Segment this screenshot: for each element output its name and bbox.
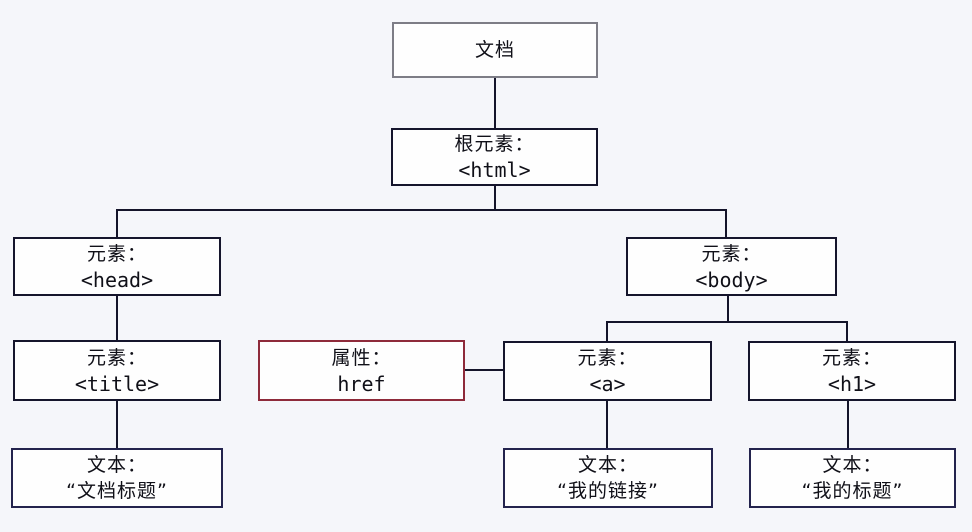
node-head-tag: <head> — [80, 267, 154, 292]
node-text-my-link-label: 文本： — [577, 454, 638, 476]
connector-doc-html — [494, 76, 496, 128]
connector-h1-text — [847, 401, 849, 448]
node-element-title: 元素： <title> — [13, 340, 221, 401]
connector-drop-h1 — [846, 321, 848, 341]
node-title-label: 元素： — [86, 346, 147, 369]
connector-attr-a — [465, 369, 503, 371]
node-text-doc-title-value: “文档标题” — [66, 480, 168, 502]
node-text-my-heading: 文本： “我的标题” — [749, 448, 956, 508]
node-body-label: 元素： — [701, 242, 762, 265]
node-element-a: 元素： <a> — [503, 341, 712, 401]
connector-a-text — [606, 401, 608, 448]
node-h1-label: 元素： — [821, 347, 882, 369]
connector-html-drop — [494, 184, 496, 211]
node-text-my-link: 文本： “我的链接” — [503, 448, 713, 508]
node-element-h1: 元素： <h1> — [748, 341, 956, 401]
node-text-my-heading-label: 文本： — [822, 454, 883, 476]
node-attribute-href: 属性： href — [258, 340, 465, 401]
node-a-tag: <a> — [589, 372, 626, 396]
connector-drop-body — [725, 209, 727, 237]
node-body-tag: <body> — [695, 267, 768, 292]
node-root-html: 根元素： <html> — [391, 128, 598, 186]
node-text-my-link-value: “我的链接” — [557, 480, 659, 502]
connector-body-drop — [727, 296, 729, 323]
node-attribute-value: href — [337, 371, 386, 396]
node-attribute-label: 属性： — [331, 346, 392, 369]
node-root-label: 根元素： — [454, 133, 535, 155]
node-text-doc-title: 文本： “文档标题” — [11, 448, 223, 508]
node-title-tag: <title> — [74, 371, 160, 396]
connector-drop-head — [116, 209, 118, 237]
node-document: 文档 — [392, 22, 598, 78]
node-text-my-heading-value: “我的标题” — [801, 480, 904, 502]
connector-branch-top — [116, 209, 727, 211]
connector-branch-body — [606, 321, 848, 323]
connector-drop-a — [606, 321, 608, 341]
node-element-body: 元素： <body> — [626, 237, 837, 296]
node-element-head: 元素： <head> — [13, 237, 221, 296]
node-document-label: 文档 — [474, 39, 515, 61]
node-a-label: 元素： — [577, 347, 638, 369]
node-h1-tag: <h1> — [827, 372, 877, 396]
node-head-label: 元素： — [86, 242, 147, 265]
connector-title-text — [116, 401, 118, 448]
node-root-tag: <html> — [458, 158, 531, 182]
node-text-doc-title-label: 文本： — [86, 454, 147, 476]
connector-head-title — [116, 296, 118, 340]
